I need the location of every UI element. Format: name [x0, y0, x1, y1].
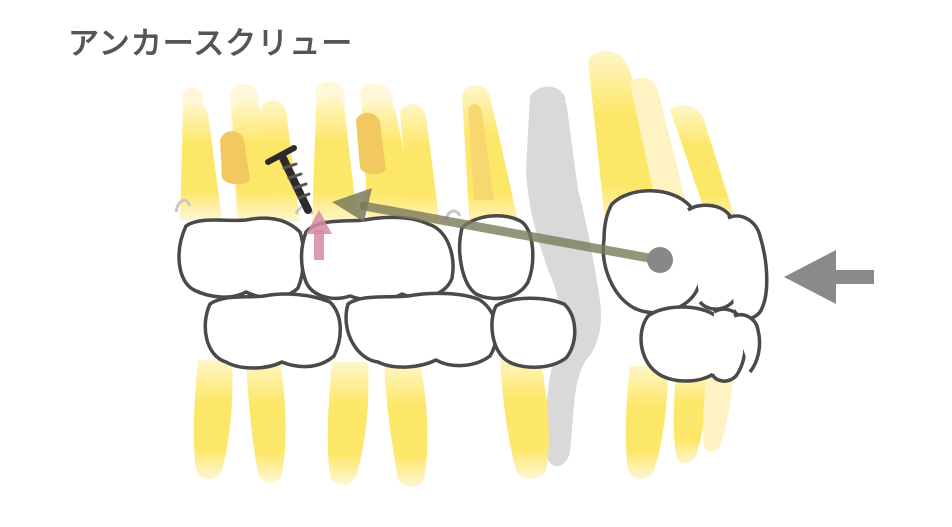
extracted-tooth: [526, 86, 602, 467]
anchor-screw-icon: [265, 145, 312, 214]
upper-incisor-2-crown: [727, 214, 769, 321]
lower-molar-1-crown: [203, 292, 342, 370]
retraction-force-arrow: [332, 188, 673, 273]
lower-incisor-2-crown: [733, 313, 762, 374]
upward-movement-arrow: [306, 210, 332, 260]
lower-roots: [193, 356, 734, 487]
backward-pressure-arrow: [784, 250, 874, 304]
lower-crowns: [203, 291, 762, 383]
upper-molar-1-crown: [177, 216, 306, 300]
lower-molar-2-crown: [344, 291, 499, 369]
page-title: アンカースクリュー: [68, 26, 354, 62]
upper-roots: [180, 50, 736, 230]
lower-premolar-crown: [490, 296, 577, 369]
